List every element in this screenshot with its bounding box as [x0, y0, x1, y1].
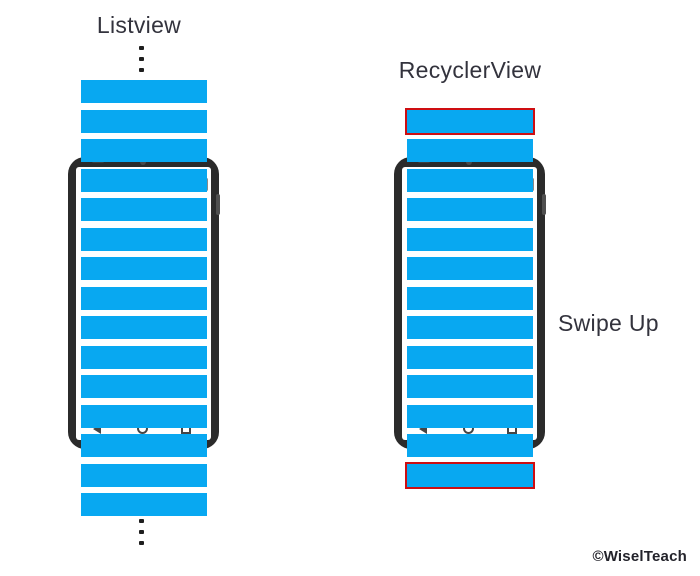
dot: [139, 519, 144, 523]
list-item: [81, 434, 207, 457]
dot: [139, 530, 144, 534]
list-item: [407, 139, 533, 162]
dot: [139, 46, 144, 50]
recycled-list-item: [405, 107, 535, 135]
camera-icon: [466, 159, 472, 165]
list-item: [407, 404, 533, 428]
ellipsis-dots-top: [139, 46, 144, 79]
recycled-list-item: [405, 461, 535, 489]
list-item: [81, 80, 207, 103]
list-item: [407, 168, 533, 192]
list-item: [407, 286, 533, 310]
list-item: [81, 227, 207, 251]
back-icon: [419, 424, 427, 434]
list-item: [81, 316, 207, 339]
list-item: [407, 257, 533, 280]
list-item: [407, 434, 533, 457]
list-item: [81, 375, 207, 398]
list-item: [81, 463, 207, 487]
list-item: [81, 168, 207, 192]
ellipsis-dots-bottom: [139, 519, 144, 552]
list-item: [407, 227, 533, 251]
list-item: [407, 375, 533, 398]
listview-items: [81, 0, 207, 576]
list-item: [81, 286, 207, 310]
listview-title: Listview: [96, 12, 182, 38]
camera-icon: [140, 159, 146, 165]
list-item: [407, 316, 533, 339]
list-item: [407, 198, 533, 221]
list-item: [81, 404, 207, 428]
list-item: [81, 345, 207, 369]
list-item: [81, 198, 207, 221]
list-item: [81, 139, 207, 162]
swipe-up-label: Swipe Up: [558, 310, 659, 336]
dot: [139, 68, 144, 72]
dot: [139, 57, 144, 61]
recyclerview-title: RecyclerView: [398, 57, 542, 83]
dot: [139, 541, 144, 545]
watermark: ©WiselTeach: [592, 548, 687, 565]
list-item: [81, 257, 207, 280]
list-item: [81, 109, 207, 133]
back-icon: [93, 424, 101, 434]
recyclerview-items: [405, 0, 535, 576]
side-button: [542, 194, 546, 215]
side-button: [216, 194, 220, 215]
list-item: [407, 345, 533, 369]
list-item: [81, 493, 207, 516]
